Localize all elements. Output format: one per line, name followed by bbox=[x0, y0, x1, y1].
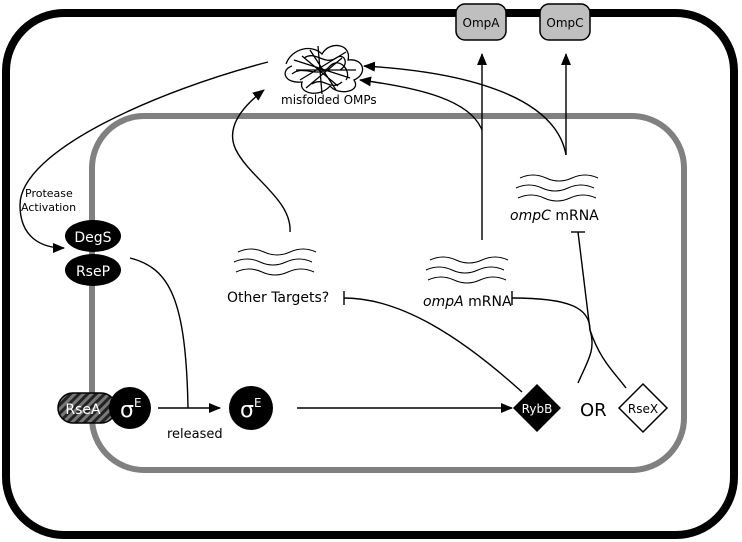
released-label: released bbox=[167, 427, 223, 442]
inhibit-ompc-line bbox=[577, 231, 591, 331]
ompc-protein-label: OmpC bbox=[546, 16, 583, 30]
misfolded-omps-label: misfolded OMPs bbox=[281, 93, 377, 107]
sigma-e-free-label: σE bbox=[240, 396, 262, 423]
ompa-mrna-icon bbox=[425, 256, 509, 284]
other-targets-mrna-icon bbox=[233, 248, 317, 276]
rybb-node bbox=[513, 384, 561, 432]
ompc-protein-box bbox=[539, 3, 591, 41]
inner-membrane bbox=[89, 113, 687, 473]
other-targets-label: Other Targets? bbox=[227, 290, 329, 306]
outer-membrane bbox=[2, 9, 738, 539]
rsep-node bbox=[65, 254, 121, 286]
protease-activation-arrow bbox=[19, 61, 269, 253]
ompc-mrna-icon bbox=[515, 174, 599, 202]
inhibition-lines bbox=[343, 231, 627, 393]
rsea-label: RseA bbox=[65, 402, 101, 418]
sigma-e-bound-label: σE bbox=[120, 396, 142, 423]
ompc-mrna-label: ompC mRNA bbox=[510, 208, 599, 224]
misfolded-omps-icon bbox=[284, 44, 364, 95]
ompa-mrna-label: ompA mRNA bbox=[423, 294, 512, 310]
ompa-protein-label: OmpA bbox=[463, 16, 501, 30]
protease-activation-label-2: Activation bbox=[21, 201, 76, 214]
ompc-to-misfolded-arrow bbox=[363, 61, 567, 156]
or-label: OR bbox=[580, 400, 607, 421]
degs-label: DegS bbox=[74, 230, 111, 246]
ompa-protein-box bbox=[455, 3, 507, 41]
degs-node bbox=[65, 220, 121, 252]
rsep-label: RseP bbox=[76, 264, 110, 280]
rsep-to-release-connector bbox=[129, 257, 189, 409]
sigma-e-free-node bbox=[229, 386, 273, 430]
inhibit-ompa-line bbox=[511, 297, 591, 331]
translation-arrows bbox=[231, 53, 571, 240]
rybb-label: RybB bbox=[522, 402, 553, 416]
inhibit-other-targets-line bbox=[343, 297, 523, 393]
other-targets-to-misfolded-arrow bbox=[231, 89, 291, 233]
sigma-e-bound-node bbox=[109, 387, 151, 429]
ompa-to-misfolded-arrow bbox=[359, 76, 483, 131]
rsex-node bbox=[617, 382, 669, 434]
rsex-label: RseX bbox=[628, 402, 658, 416]
protease-activation-label-1: Protease bbox=[25, 187, 73, 200]
